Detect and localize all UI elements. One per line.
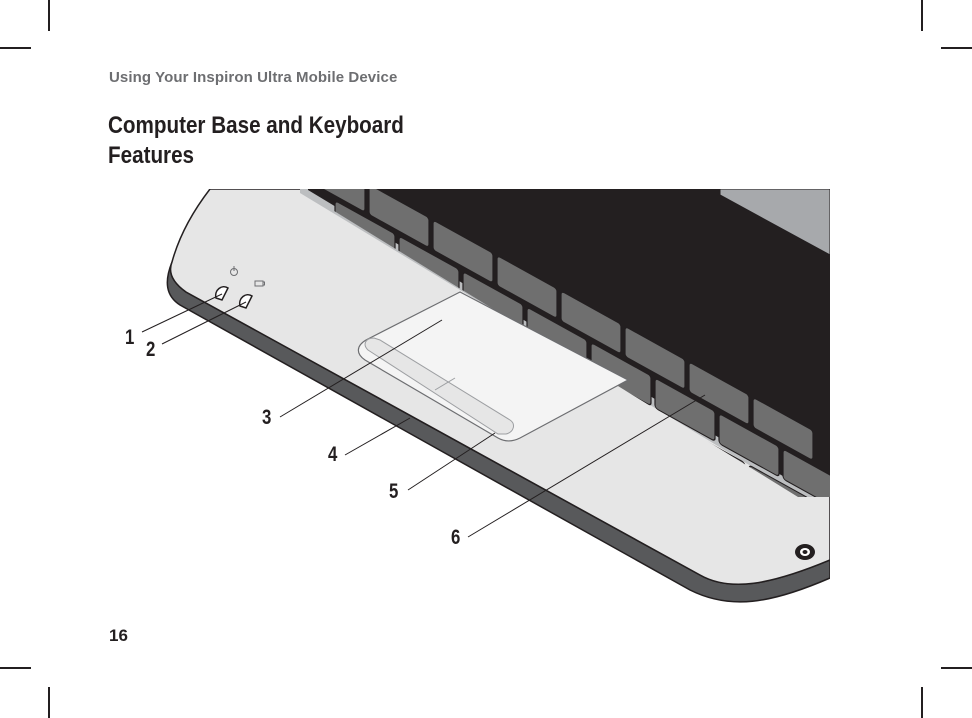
running-head: Using Your Inspiron Ultra Mobile Device <box>109 69 398 86</box>
page-number: 16 <box>109 626 128 645</box>
power-light <box>214 286 229 301</box>
crop-mark-bottom-left-v <box>48 687 50 718</box>
section-title-line-2: Features <box>108 142 195 169</box>
callout-6: 6 <box>451 526 461 549</box>
crop-mark-top-right-v <box>921 0 923 31</box>
crop-mark-bottom-right-v <box>921 687 923 718</box>
hinge <box>719 189 830 256</box>
battery-icon <box>254 280 265 287</box>
callout-2: 2 <box>146 338 156 361</box>
callout-leaders <box>141 293 706 538</box>
callout-5: 5 <box>389 480 399 503</box>
crop-mark-bottom-left-h <box>0 667 31 669</box>
section-title: Computer Base and Keyboard Features <box>108 111 452 171</box>
touchpad-buttons <box>364 337 514 435</box>
callout-1: 1 <box>125 326 135 349</box>
crop-mark-top-left-v <box>48 0 50 31</box>
battery-light <box>238 294 253 309</box>
section-title-line-1: Computer Base and Keyboard <box>108 112 404 139</box>
audio-jack-icon <box>795 544 815 560</box>
callout-3: 3 <box>262 406 272 429</box>
crop-mark-top-right-h <box>941 47 972 49</box>
crop-mark-top-left-h <box>0 47 31 49</box>
callout-4: 4 <box>328 443 338 466</box>
crop-mark-bottom-right-h <box>941 667 972 669</box>
power-icon <box>230 266 238 276</box>
